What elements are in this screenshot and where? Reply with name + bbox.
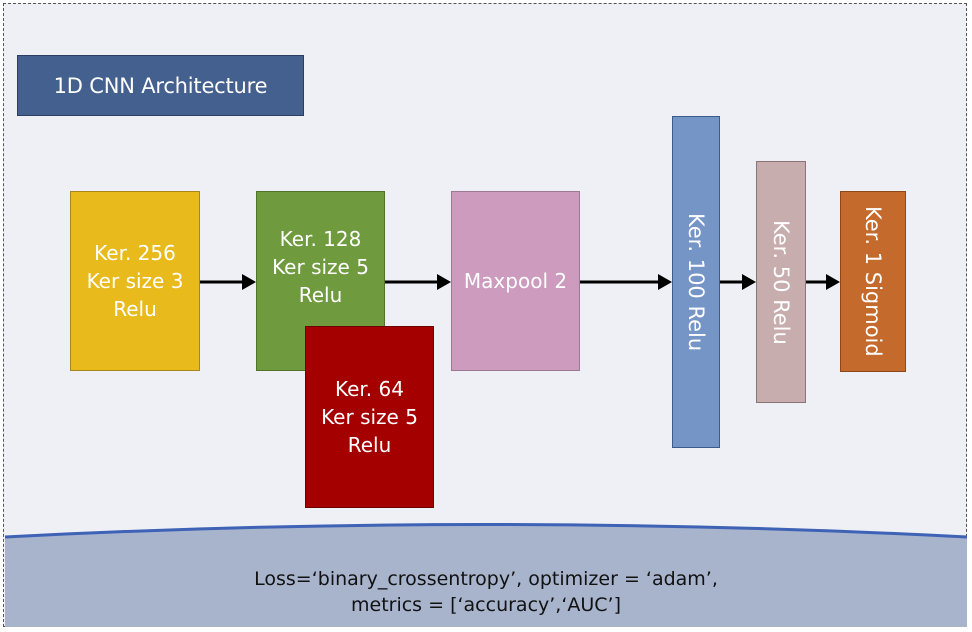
conv-layer-64: Ker. 64 Ker size 5 Relu: [305, 326, 434, 508]
maxpool-layer: Maxpool 2: [451, 191, 580, 371]
output-layer: Ker. 1 Sigmoid: [840, 191, 906, 372]
dense-layer-100: Ker. 100 Relu: [672, 116, 720, 448]
training-config-text: Loss=‘binary_crossentropy’, optimizer = …: [254, 568, 718, 616]
dense-layer-50: Ker. 50 Relu: [756, 161, 806, 403]
architecture-title: 1D CNN Architecture: [17, 55, 304, 116]
conv-layer-256: Ker. 256 Ker size 3 Relu: [70, 191, 200, 371]
